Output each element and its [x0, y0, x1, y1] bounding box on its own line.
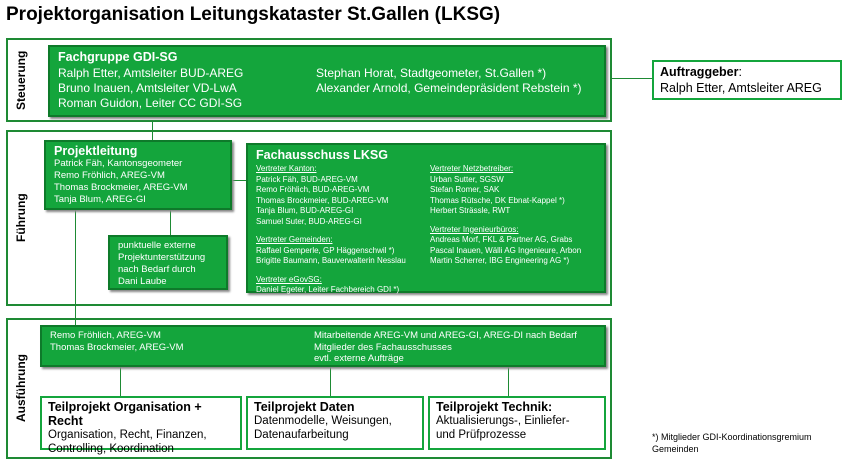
externe-unterstuetzung-box: punktuelle externe Projektunterstützung … [108, 235, 228, 290]
member: Remo Fröhlich, AREG-VM [54, 170, 165, 181]
connector [230, 180, 248, 181]
footnote-line: *) Mitglieder GDI-Koordinationsgremium [652, 432, 812, 442]
member: Ralph Etter, Amtsleiter BUD-AREG [58, 66, 244, 80]
auftraggeber-name: Ralph Etter, Amtsleiter AREG [660, 81, 822, 95]
fachausschuss-heading: Fachausschuss LKSG [256, 148, 388, 162]
text-line: nach Bedarf durch [118, 264, 196, 275]
fachgruppe-heading: Fachgruppe GDI-SG [58, 50, 178, 64]
fuehrung-label: Führung [14, 193, 28, 243]
member: Raffael Gemperle, GP Häggenschwil *) [256, 245, 395, 255]
group-title: Vertreter Kanton: [256, 164, 317, 173]
member: Andreas Morf, FKL & Partner AG, Grabs [430, 235, 573, 244]
teilprojekt-heading: Teilprojekt Daten [254, 400, 355, 414]
member: Thomas Brockmeier, AREG-VM [54, 182, 188, 193]
connector [170, 210, 171, 236]
text-line: Projektunterstützung [118, 252, 206, 263]
text-line: Controlling, Koordination [48, 443, 174, 455]
teilprojekt-heading: Teilprojekt Technik: [436, 400, 553, 414]
member: Mitglieder des Fachausschusses [314, 341, 452, 353]
connector [120, 367, 121, 397]
text-line: Dani Laube [118, 276, 167, 287]
member: Stephan Horat, Stadtgeometer, St.Gallen … [316, 66, 547, 80]
group-title: Vertreter Netzbetreiber: [430, 164, 514, 173]
group-title: Vertreter Gemeinden: [256, 235, 333, 244]
member: Bruno Inauen, Amtsleiter VD-LwA [58, 81, 237, 95]
text-line: punktuelle externe [118, 240, 196, 251]
text-line: Datenmodelle, Weisungen, [254, 415, 392, 427]
text-line: und Prüfprozesse [436, 429, 527, 441]
connector [612, 78, 652, 79]
member: Remo Fröhlich, AREG-VM [50, 330, 161, 341]
member: Brigitte Baumann, Bauverwalterin Nesslau [256, 256, 406, 265]
connector [330, 367, 331, 397]
fachausschuss-box: Fachausschuss LKSG Vertreter Kanton: Pat… [246, 143, 606, 294]
page-title: Projektorganisation Leitungskataster St.… [6, 4, 501, 25]
group-title: Vertreter eGovSG: [256, 274, 322, 284]
member: Roman Guidon, Leiter CC GDI-SG [58, 96, 243, 110]
member: Patrick Fäh, Kantonsgeometer [54, 158, 183, 169]
member: Daniel Egeter, Leiter Fachbereich GDI *) [256, 285, 400, 294]
group-title: Vertreter Ingenieurbüros: [430, 224, 519, 234]
member: Tanja Blum, BUD-AREG-GI [256, 206, 354, 215]
footnote-line: Gemeinden [652, 444, 699, 454]
connector [508, 367, 509, 397]
member: Thomas Brockmeier, AREG-VM [50, 341, 184, 353]
member: Alexander Arnold, Gemeindepräsident Rebs… [316, 81, 582, 95]
teilprojekt-organisation-box: Teilprojekt Organisation + Recht Organis… [40, 396, 242, 455]
member: Urban Sutter, SGSW [430, 174, 504, 184]
ausfuehrung-label: Ausführung [14, 354, 28, 423]
ausfuehrung-team-box: Remo Fröhlich, AREG-VM Thomas Brockmeier… [40, 325, 606, 367]
member: Tanja Blum, AREG-GI [54, 194, 146, 205]
footnote: *) Mitglieder GDI-Koordinationsgremium G… [652, 431, 812, 455]
auftraggeber-heading: Auftraggeber [660, 65, 739, 79]
fachgruppe-box: Fachgruppe GDI-SG Ralph Etter, Amtsleite… [48, 45, 606, 117]
teilprojekt-daten-box: Teilprojekt Daten Datenmodelle, Weisunge… [246, 396, 424, 450]
connector [152, 117, 153, 142]
member: Samuel Suter, BUD-AREG-GI [256, 216, 362, 226]
teilprojekt-technik-box: Teilprojekt Technik: Aktualisierungs-, E… [428, 396, 606, 450]
text-line: Datenaufarbeitung [254, 429, 349, 441]
member: Remo Fröhlich, BUD-AREG-VM [256, 185, 370, 194]
member: Mitarbeitende AREG-VM und AREG-GI, AREG-… [314, 330, 577, 341]
member: evtl. externe Aufträge [314, 353, 404, 364]
projektleitung-heading: Projektleitung [54, 144, 138, 158]
steuerung-label: Steuerung [14, 50, 28, 110]
text-line: Aktualisierungs-, Einliefer- [436, 415, 570, 427]
member: Thomas Brockmeier, BUD-AREG-VM [256, 195, 389, 205]
member: Herbert Strässle, RWT [430, 206, 511, 215]
member: Pascal Inauen, Wälli AG Ingenieure, Arbo… [430, 245, 582, 255]
teilprojekt-heading: Teilprojekt Organisation + Recht [48, 400, 202, 428]
connector [75, 210, 76, 327]
member: Thomas Rütsche, DK Ebnat-Kappel *) [430, 195, 565, 205]
auftraggeber-box: Auftraggeber: Ralph Etter, Amtsleiter AR… [652, 60, 842, 100]
member: Patrick Fäh, BUD-AREG-VM [256, 174, 358, 184]
projektleitung-box: Projektleitung Patrick Fäh, Kantonsgeome… [44, 140, 232, 210]
member: Martin Scherrer, IBG Engineering AG *) [430, 256, 570, 265]
colon: : [738, 65, 742, 79]
text-line: Organisation, Recht, Finanzen, [48, 429, 207, 441]
member: Stefan Romer, SAK [430, 185, 500, 194]
